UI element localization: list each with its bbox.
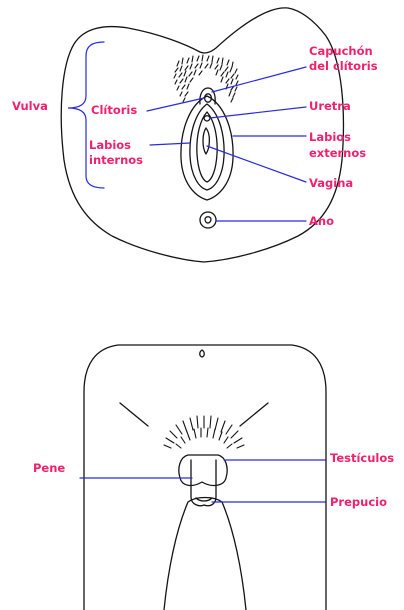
hip-crease-left xyxy=(120,403,148,426)
label-labios-internos-line2: internos xyxy=(89,154,143,167)
pointer-labios-internos xyxy=(150,143,190,145)
label-labios-externos-line2: externos xyxy=(309,147,366,160)
label-vulva: Vulva xyxy=(12,100,48,113)
male-pubic-hair xyxy=(164,416,244,448)
label-pene: Pene xyxy=(33,462,65,475)
label-uretra: Uretra xyxy=(309,100,351,113)
urethra-shape xyxy=(204,116,210,121)
label-ano: Ano xyxy=(309,215,334,228)
label-capuchon-line1: Capuchón xyxy=(309,45,373,58)
pointer-capuchon xyxy=(212,67,306,92)
anus-inner xyxy=(205,217,211,223)
female-figure xyxy=(61,8,343,262)
navel xyxy=(200,350,205,357)
label-prepucio: Prepucio xyxy=(330,496,387,509)
pointer-vagina xyxy=(207,146,306,182)
pointer-uretra xyxy=(210,107,306,118)
label-capuchon-line2: del clítoris xyxy=(309,60,378,73)
label-labios-internos-line1: Labios xyxy=(89,139,131,152)
label-clitoris: Clítoris xyxy=(91,104,137,117)
vagina-shape xyxy=(203,128,209,154)
labia-interna-inner xyxy=(197,112,217,182)
female-body-outline xyxy=(61,8,343,262)
male-pointers xyxy=(80,460,325,502)
scrotum xyxy=(179,455,227,485)
male-inner-legs xyxy=(164,498,246,610)
label-labios-externos-line1: Labios xyxy=(309,131,351,144)
label-testiculos: Testículos xyxy=(330,452,394,465)
anus-outer xyxy=(200,212,216,228)
hip-crease-right xyxy=(240,403,268,426)
female-pointers xyxy=(68,42,306,221)
label-vagina: Vagina xyxy=(309,177,353,190)
